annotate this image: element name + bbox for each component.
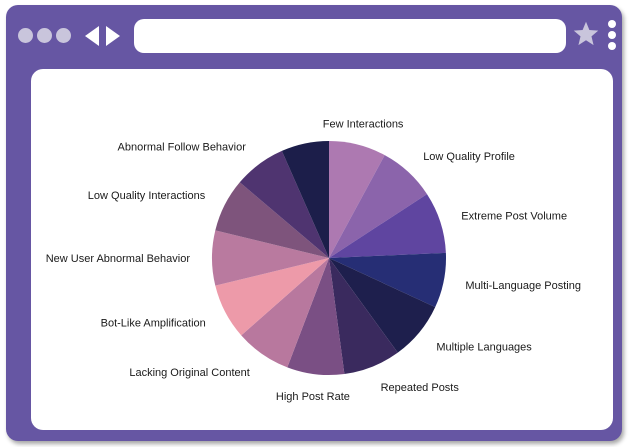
- pie-slice: [329, 194, 446, 258]
- pie-slice: [329, 155, 427, 258]
- pie-slice: [241, 258, 329, 368]
- back-arrow-icon[interactable]: [85, 26, 99, 46]
- kebab-menu-icon[interactable]: [607, 20, 617, 54]
- slice-label: New User Abnormal Behavior: [46, 253, 191, 265]
- forward-arrow-icon[interactable]: [106, 26, 120, 46]
- window-dot-icon: [18, 28, 33, 43]
- slice-label: Low Quality Profile: [423, 151, 515, 163]
- window-dot-icon: [37, 28, 52, 43]
- slice-label: High Post Rate: [276, 391, 350, 403]
- pie-slice: [239, 150, 329, 258]
- slice-label: Extreme Post Volume: [461, 211, 567, 223]
- address-bar-input[interactable]: [134, 19, 566, 53]
- pie-slice: [215, 258, 329, 336]
- slice-label: Low Quality Interactions: [88, 190, 206, 202]
- pie-slice: [287, 258, 345, 375]
- slice-label: Few Interactions: [323, 118, 404, 130]
- window-dot-icon: [56, 28, 71, 43]
- pie-slice: [212, 230, 329, 286]
- pie-slice: [329, 258, 398, 374]
- pie-slice: [329, 252, 447, 308]
- pie-slice: [329, 141, 385, 258]
- pie-slice: [215, 182, 329, 258]
- pie-slice: [281, 141, 329, 258]
- slice-label: Bot-Like Amplification: [101, 317, 206, 329]
- pie-slice: [329, 258, 436, 353]
- star-icon[interactable]: [572, 20, 600, 48]
- slice-label: Multi-Language Posting: [465, 280, 581, 292]
- slice-label: Lacking Original Content: [129, 367, 249, 379]
- slice-label: Abnormal Follow Behavior: [118, 142, 247, 154]
- slice-label: Multiple Languages: [436, 341, 532, 353]
- slice-label: Repeated Posts: [381, 382, 460, 394]
